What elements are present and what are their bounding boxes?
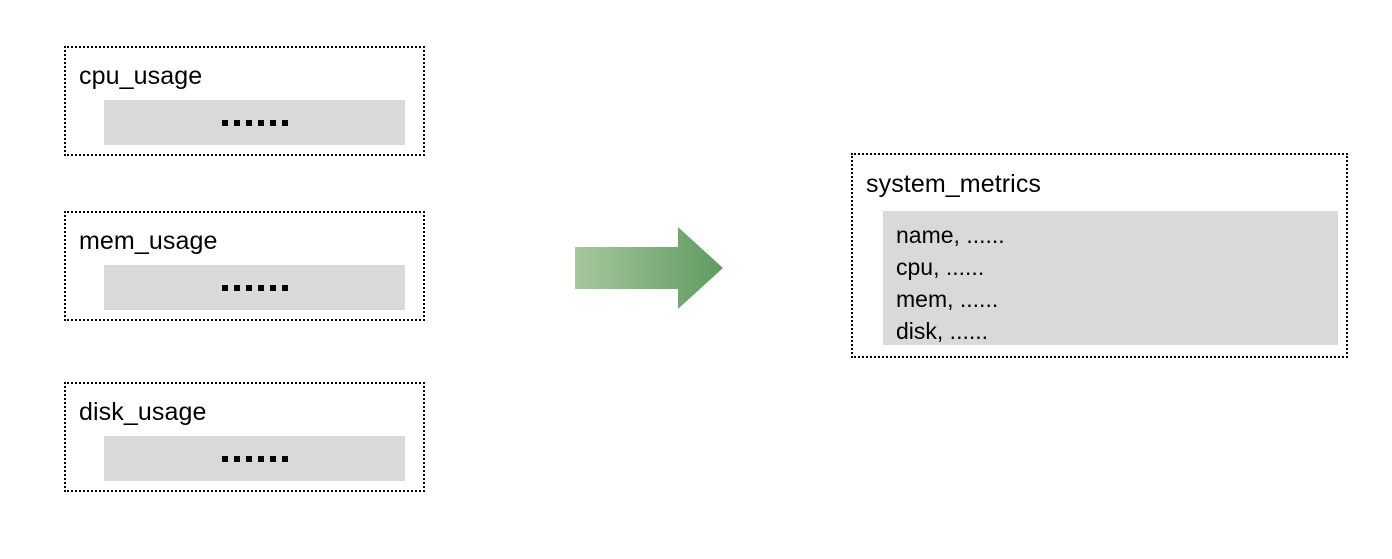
- source-box-title: mem_usage: [79, 227, 218, 255]
- ellipsis-placeholder: ......: [104, 265, 405, 310]
- ellipsis-dot: [233, 119, 240, 126]
- ellipsis-placeholder: ......: [104, 436, 405, 481]
- source-box-body: ......: [104, 265, 405, 310]
- target-box-system-metrics[interactable]: system_metrics name, ...... cpu, ...... …: [851, 153, 1348, 358]
- ellipsis-dot: [221, 119, 228, 126]
- ellipsis-dot: [257, 455, 264, 462]
- field-row-cpu: cpu, ......: [896, 254, 985, 280]
- ellipsis-dot: [269, 284, 276, 291]
- target-box-title: system_metrics: [866, 170, 1042, 198]
- ellipsis-dot: [269, 119, 276, 126]
- ellipsis-dot: [281, 119, 288, 126]
- ellipsis-text: ......: [254, 458, 255, 459]
- field-row-disk: disk, ......: [896, 318, 989, 344]
- ellipsis-text: ......: [254, 287, 255, 288]
- target-box-body: name, ...... cpu, ...... mem, ...... dis…: [883, 211, 1338, 345]
- ellipsis-dot: [245, 455, 252, 462]
- source-box-cpu-usage[interactable]: cpu_usage ......: [64, 46, 425, 156]
- flow-arrow-shape: [575, 227, 723, 309]
- ellipsis-dot: [233, 284, 240, 291]
- ellipsis-dot: [221, 284, 228, 291]
- ellipsis-dot: [245, 119, 252, 126]
- ellipsis-placeholder: ......: [104, 100, 405, 145]
- source-box-body: ......: [104, 100, 405, 145]
- source-box-body: ......: [104, 436, 405, 481]
- ellipsis-dot: [233, 455, 240, 462]
- field-list: name, ...... cpu, ...... mem, ...... dis…: [896, 219, 1005, 347]
- field-row-mem: mem, ......: [896, 286, 999, 312]
- ellipsis-dot: [257, 119, 264, 126]
- ellipsis-dot: [257, 284, 264, 291]
- flow-arrow-icon: [573, 224, 725, 312]
- ellipsis-dot: [245, 284, 252, 291]
- field-row-name: name, ......: [896, 222, 1005, 248]
- source-box-mem-usage[interactable]: mem_usage ......: [64, 211, 425, 321]
- ellipsis-dot: [221, 455, 228, 462]
- source-box-title: cpu_usage: [79, 62, 203, 90]
- ellipsis-dot: [269, 455, 276, 462]
- ellipsis-dot: [281, 284, 288, 291]
- source-box-title: disk_usage: [79, 398, 207, 426]
- ellipsis-text: ......: [254, 122, 255, 123]
- ellipsis-dot: [281, 455, 288, 462]
- source-box-disk-usage[interactable]: disk_usage ......: [64, 382, 425, 492]
